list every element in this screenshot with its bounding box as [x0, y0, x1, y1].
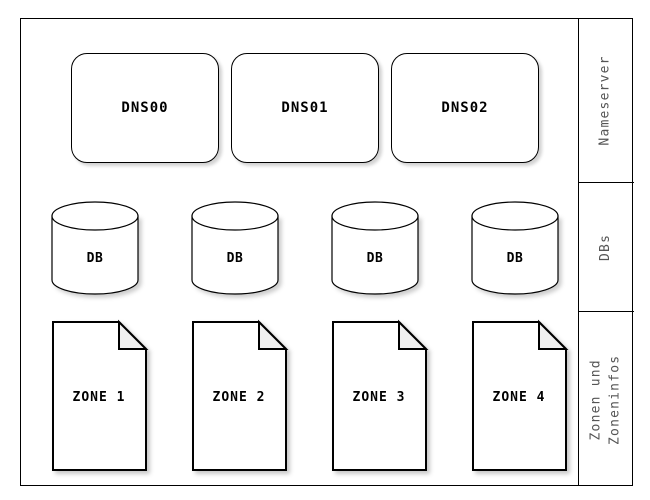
- zone-document[interactable]: ZONE 2: [192, 319, 289, 471]
- database-cylinder[interactable]: DB: [469, 199, 561, 295]
- nameserver-node-dns01[interactable]: DNS01: [231, 53, 379, 163]
- cylinder-icon: DB: [471, 201, 559, 295]
- cylinder-icon: DB: [51, 201, 139, 295]
- document-icon: ZONE 1: [52, 319, 149, 471]
- swimlane-zonen-label: Zonen und Zoneninfos: [588, 354, 626, 444]
- nameserver-node-dns02[interactable]: DNS02: [391, 53, 539, 163]
- swimlane-zonen: Zonen und Zoneninfos: [579, 311, 634, 487]
- database-cylinder[interactable]: DB: [189, 199, 281, 295]
- swimlane-dbs: DBs: [579, 182, 634, 311]
- swimlane-dbs-label-line1: DBs: [598, 233, 614, 261]
- database-label: DB: [507, 251, 524, 266]
- diagram-frame: DNS00 DNS01 DNS02 DB DB: [20, 18, 634, 486]
- document-icon: ZONE 4: [472, 319, 569, 471]
- swimlane-column: Nameserver DBs Zonen und Zoneninfos: [578, 19, 634, 485]
- zone-label: ZONE 2: [213, 390, 266, 405]
- database-cylinder[interactable]: DB: [329, 199, 421, 295]
- zone-label: ZONE 4: [493, 390, 546, 405]
- nameserver-label: DNS01: [281, 100, 329, 116]
- zone-label: ZONE 3: [353, 390, 406, 405]
- nameserver-label: DNS02: [441, 100, 489, 116]
- cylinder-icon: DB: [191, 201, 279, 295]
- zone-document[interactable]: ZONE 4: [472, 319, 569, 471]
- swimlane-nameserver-label-line1: Nameserver: [598, 55, 614, 146]
- zone-document[interactable]: ZONE 3: [332, 319, 429, 471]
- swimlane-dbs-label: DBs: [597, 233, 616, 260]
- database-label: DB: [227, 251, 244, 266]
- swimlane-nameserver: Nameserver: [579, 19, 634, 182]
- zone-label: ZONE 1: [73, 390, 126, 405]
- cylinder-icon: DB: [331, 201, 419, 295]
- document-icon: ZONE 3: [332, 319, 429, 471]
- swimlane-zonen-label-line1: Zonen und: [588, 358, 604, 441]
- database-label: DB: [367, 251, 384, 266]
- database-cylinder[interactable]: DB: [49, 199, 141, 295]
- zone-document[interactable]: ZONE 1: [52, 319, 149, 471]
- database-label: DB: [87, 251, 104, 266]
- nameserver-label: DNS00: [121, 100, 169, 116]
- document-icon: ZONE 2: [192, 319, 289, 471]
- swimlane-nameserver-label: Nameserver: [597, 55, 616, 145]
- swimlane-zonen-label-line2: Zoneninfos: [607, 354, 623, 445]
- nameserver-node-dns00[interactable]: DNS00: [71, 53, 219, 163]
